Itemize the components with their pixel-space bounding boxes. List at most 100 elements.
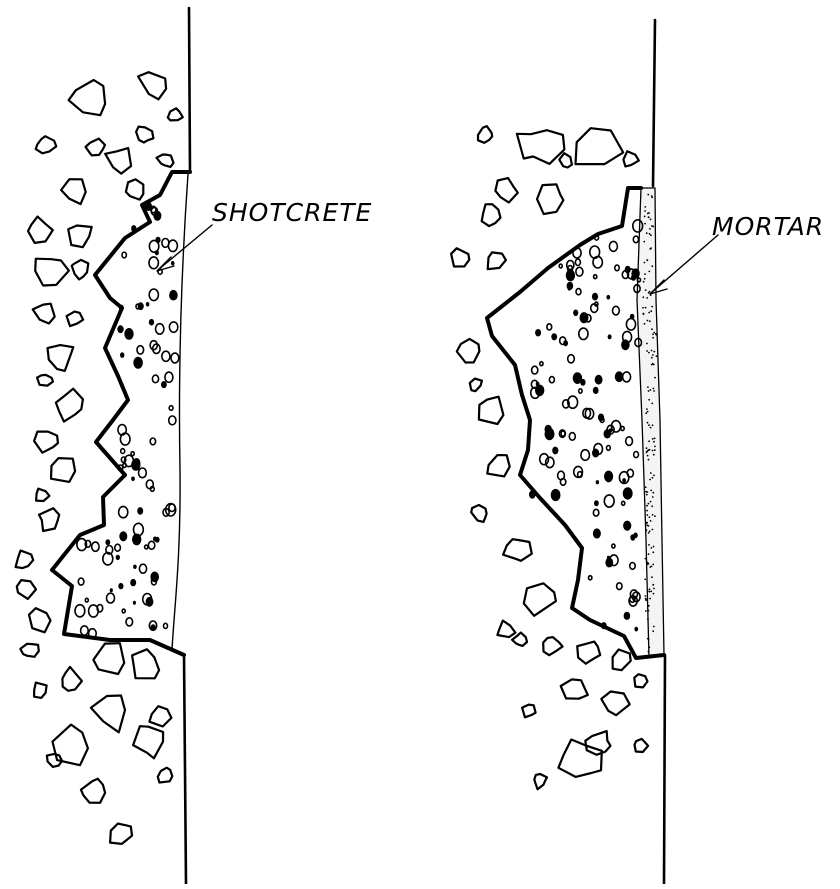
right-wall-face-bottom — [664, 655, 665, 884]
mortar-grain — [653, 588, 655, 590]
mortar-grain — [646, 491, 648, 493]
rubble-rock — [613, 650, 631, 671]
aggregate-particle — [601, 622, 607, 629]
aggregate-particle — [630, 563, 635, 570]
mortar-grain — [649, 598, 651, 600]
rubble-rock — [558, 740, 601, 777]
rubble-rock — [132, 649, 159, 678]
mortar-grain — [648, 646, 650, 648]
mortar-grain — [648, 525, 650, 527]
mortar-grain — [644, 216, 646, 218]
aggregate-particle — [623, 521, 631, 531]
mortar-grain — [650, 389, 652, 391]
aggregate-particle — [75, 605, 85, 617]
rubble-rock — [517, 130, 565, 164]
aggregate-particle — [139, 468, 147, 478]
mortar-grain — [651, 505, 653, 507]
rubble-rock — [634, 674, 647, 687]
aggregate-particle — [162, 351, 170, 361]
mortar-grain — [648, 544, 650, 546]
aggregate-particle — [130, 579, 136, 586]
aggregate-particle — [532, 366, 538, 374]
mortar-grain — [648, 352, 650, 354]
aggregate-particle — [573, 310, 578, 317]
aggregate-particle — [169, 290, 178, 301]
rubble-rock — [17, 580, 36, 599]
mortar-grain — [652, 354, 654, 356]
rubble-rock — [48, 345, 74, 371]
mortar-grain — [645, 486, 647, 488]
aggregate-particle — [149, 319, 154, 326]
mortar-panel — [451, 20, 718, 884]
aggregate-particle — [581, 450, 590, 461]
mortar-grain — [642, 313, 644, 315]
aggregate-particle — [594, 500, 599, 506]
mortar-grain — [649, 233, 651, 235]
aggregate-particle — [551, 489, 561, 501]
rubble-rock — [138, 72, 166, 99]
mortar-grain — [644, 223, 646, 225]
aggregate-particle — [593, 256, 602, 268]
aggregate-particle — [119, 506, 128, 517]
aggregate-particle — [630, 534, 635, 540]
mortar-grain — [643, 281, 645, 283]
aggregate-particle — [579, 328, 588, 339]
mortar-grain — [654, 449, 656, 451]
aggregate-particle — [604, 495, 614, 507]
rubble-rock — [577, 642, 600, 664]
aggregate-particle — [622, 478, 626, 483]
aggregate-particle — [593, 387, 599, 394]
rubble-rock — [36, 489, 49, 501]
aggregate-particle — [78, 578, 84, 585]
mortar-grain — [651, 547, 653, 549]
aggregate-particle — [169, 416, 176, 425]
mortar-grain — [649, 228, 651, 230]
mortar-grain — [646, 494, 648, 496]
aggregate-particle — [123, 463, 126, 467]
mortar-grain — [645, 307, 647, 309]
rubble-rock — [56, 389, 83, 422]
mortar-grain — [648, 639, 650, 641]
aggregate-particle — [621, 339, 630, 350]
aggregate-particle — [119, 531, 127, 541]
mortar-grain — [653, 351, 655, 353]
aggregate-particle — [547, 324, 552, 330]
mortar-grain — [653, 546, 655, 548]
rubble-rock — [69, 80, 106, 115]
mortar-grain — [648, 217, 650, 219]
aggregate-particle — [634, 627, 638, 632]
mortar-grain — [649, 530, 651, 532]
aggregate-particle — [169, 322, 177, 332]
rubble-rock — [623, 151, 638, 166]
mortar-label: MORTAR — [712, 212, 824, 241]
mortar-grain — [646, 447, 648, 449]
mortar-grain — [652, 492, 654, 494]
mortar-arrow — [651, 235, 718, 293]
rubble-rock — [559, 153, 572, 167]
aggregate-particle — [131, 477, 135, 482]
aggregate-particle — [115, 544, 121, 551]
aggregate-particle — [169, 406, 173, 411]
aggregate-particle — [117, 325, 123, 333]
mortar-grain — [644, 278, 646, 280]
right-wall-face-top — [653, 20, 655, 186]
mortar-grain — [652, 551, 654, 553]
shotcrete-aggregate — [75, 202, 179, 639]
aggregate-particle — [165, 372, 173, 382]
rubble-rock — [495, 178, 517, 202]
aggregate-particle — [559, 264, 562, 268]
mortar-grain — [652, 477, 654, 479]
aggregate-particle — [589, 576, 592, 580]
aggregate-particle — [105, 539, 110, 545]
mortar-grain — [648, 553, 650, 555]
mortar-grain — [644, 206, 646, 208]
rubble-rock — [67, 312, 84, 327]
aggregate-particle — [137, 346, 144, 354]
aggregate-particle — [540, 362, 543, 366]
rubble-rock — [51, 458, 75, 482]
aggregate-particle — [593, 528, 601, 538]
mortar-grain — [647, 194, 649, 196]
mortar-grain — [653, 454, 655, 456]
mortar-grain — [649, 479, 651, 481]
mortar-grain — [651, 350, 653, 352]
